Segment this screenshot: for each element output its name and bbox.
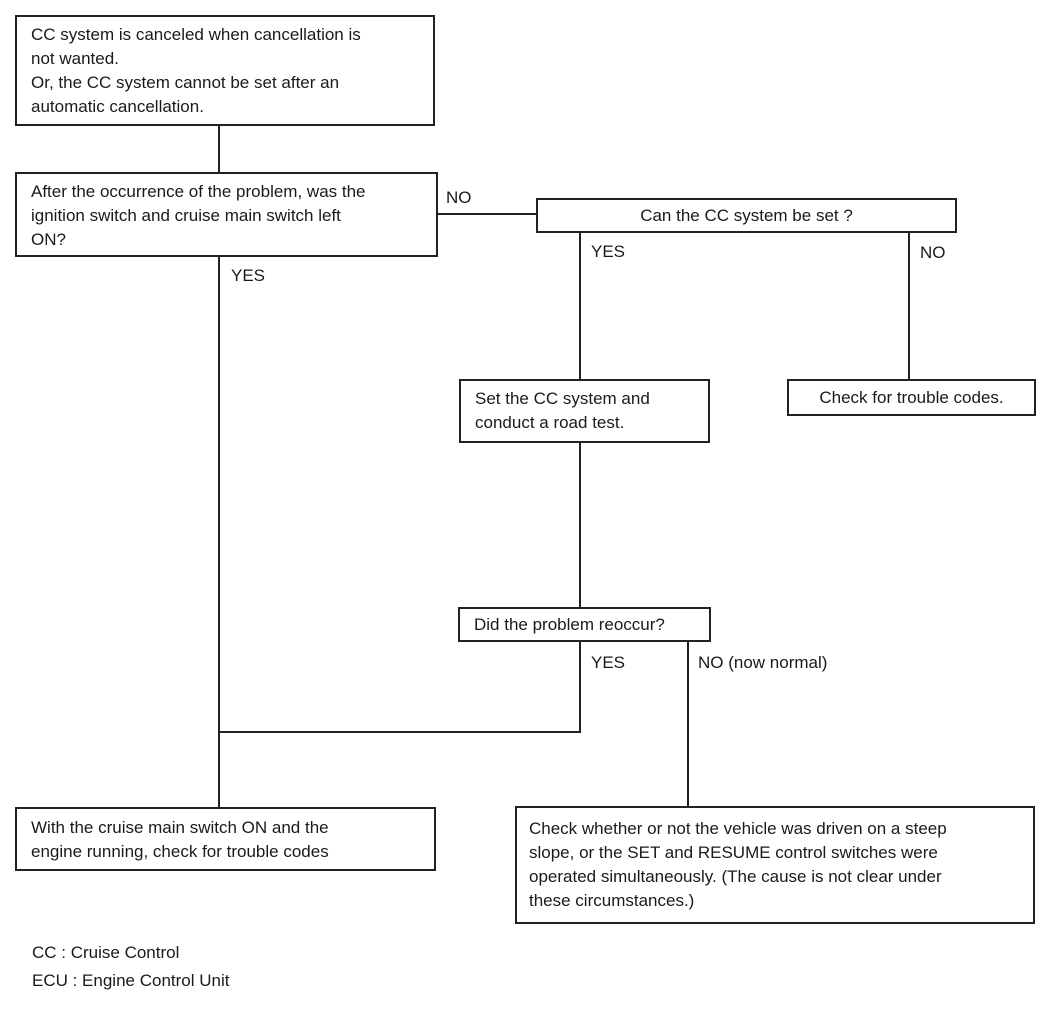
ignition-no-label: NO: [446, 188, 472, 207]
set-test-line-2: conduct a road test.: [475, 413, 625, 432]
set-test-line-1: Set the CC system and: [475, 389, 650, 408]
can-set-no-label: NO: [920, 243, 946, 262]
reoccur-line-1: Did the problem reoccur?: [474, 615, 665, 634]
start-line-4: automatic cancellation.: [31, 97, 204, 116]
connector-ignition-yes-down: [218, 256, 220, 808]
can-set-question-box: Can the CC system be set ?: [536, 198, 957, 233]
start-line-1: CC system is canceled when cancellation …: [31, 25, 361, 44]
check-slope-line-2: slope, or the SET and RESUME control swi…: [529, 843, 938, 862]
connector-test-to-reoccur: [579, 442, 581, 608]
connector-ignition-no-right: [437, 213, 536, 215]
start-line-2: not wanted.: [31, 49, 119, 68]
reoccur-no-label: NO (now normal): [698, 653, 828, 672]
ignition-question-box: After the occurrence of the problem, was…: [15, 172, 438, 257]
reoccur-question-box: Did the problem reoccur?: [458, 607, 711, 642]
check-codes-simple-box: Check for trouble codes.: [787, 379, 1036, 416]
check-slope-line-1: Check whether or not the vehicle was dri…: [529, 819, 947, 838]
ignition-line-3: ON?: [31, 230, 66, 249]
legend-cc: CC : Cruise Control: [32, 943, 180, 962]
ignition-line-2: ignition switch and cruise main switch l…: [31, 206, 341, 225]
connector-reoccur-no-down: [687, 641, 689, 807]
connector-can-set-no-down: [908, 232, 910, 380]
can-set-line-1: Can the CC system be set ?: [640, 206, 853, 225]
connector-can-set-yes-down: [579, 232, 581, 380]
can-set-yes-label: YES: [591, 242, 626, 261]
start-line-3: Or, the CC system cannot be set after an: [31, 73, 340, 92]
connector-reoccur-yes-left: [218, 731, 581, 733]
connector-start-to-ignition: [218, 125, 220, 173]
set-and-test-box: Set the CC system and conduct a road tes…: [459, 379, 710, 443]
check-slope-box: Check whether or not the vehicle was dri…: [515, 806, 1035, 924]
reoccur-yes-label: YES: [591, 653, 626, 672]
start-box: CC system is canceled when cancellation …: [15, 15, 435, 126]
legend-ecu: ECU : Engine Control Unit: [32, 971, 230, 990]
check-codes-main-box: With the cruise main switch ON and the e…: [15, 807, 436, 871]
check-codes-simple-line-1: Check for trouble codes.: [819, 388, 1004, 407]
check-codes-main-line-1: With the cruise main switch ON and the: [31, 818, 329, 837]
connector-reoccur-yes-down: [579, 641, 581, 733]
check-codes-main-line-2: engine running, check for trouble codes: [31, 842, 329, 861]
check-slope-line-3: operated simultaneously. (The cause is n…: [529, 867, 942, 886]
ignition-line-1: After the occurrence of the problem, was…: [31, 182, 366, 201]
check-slope-line-4: these circumstances.): [529, 891, 695, 910]
ignition-yes-label: YES: [231, 266, 266, 285]
